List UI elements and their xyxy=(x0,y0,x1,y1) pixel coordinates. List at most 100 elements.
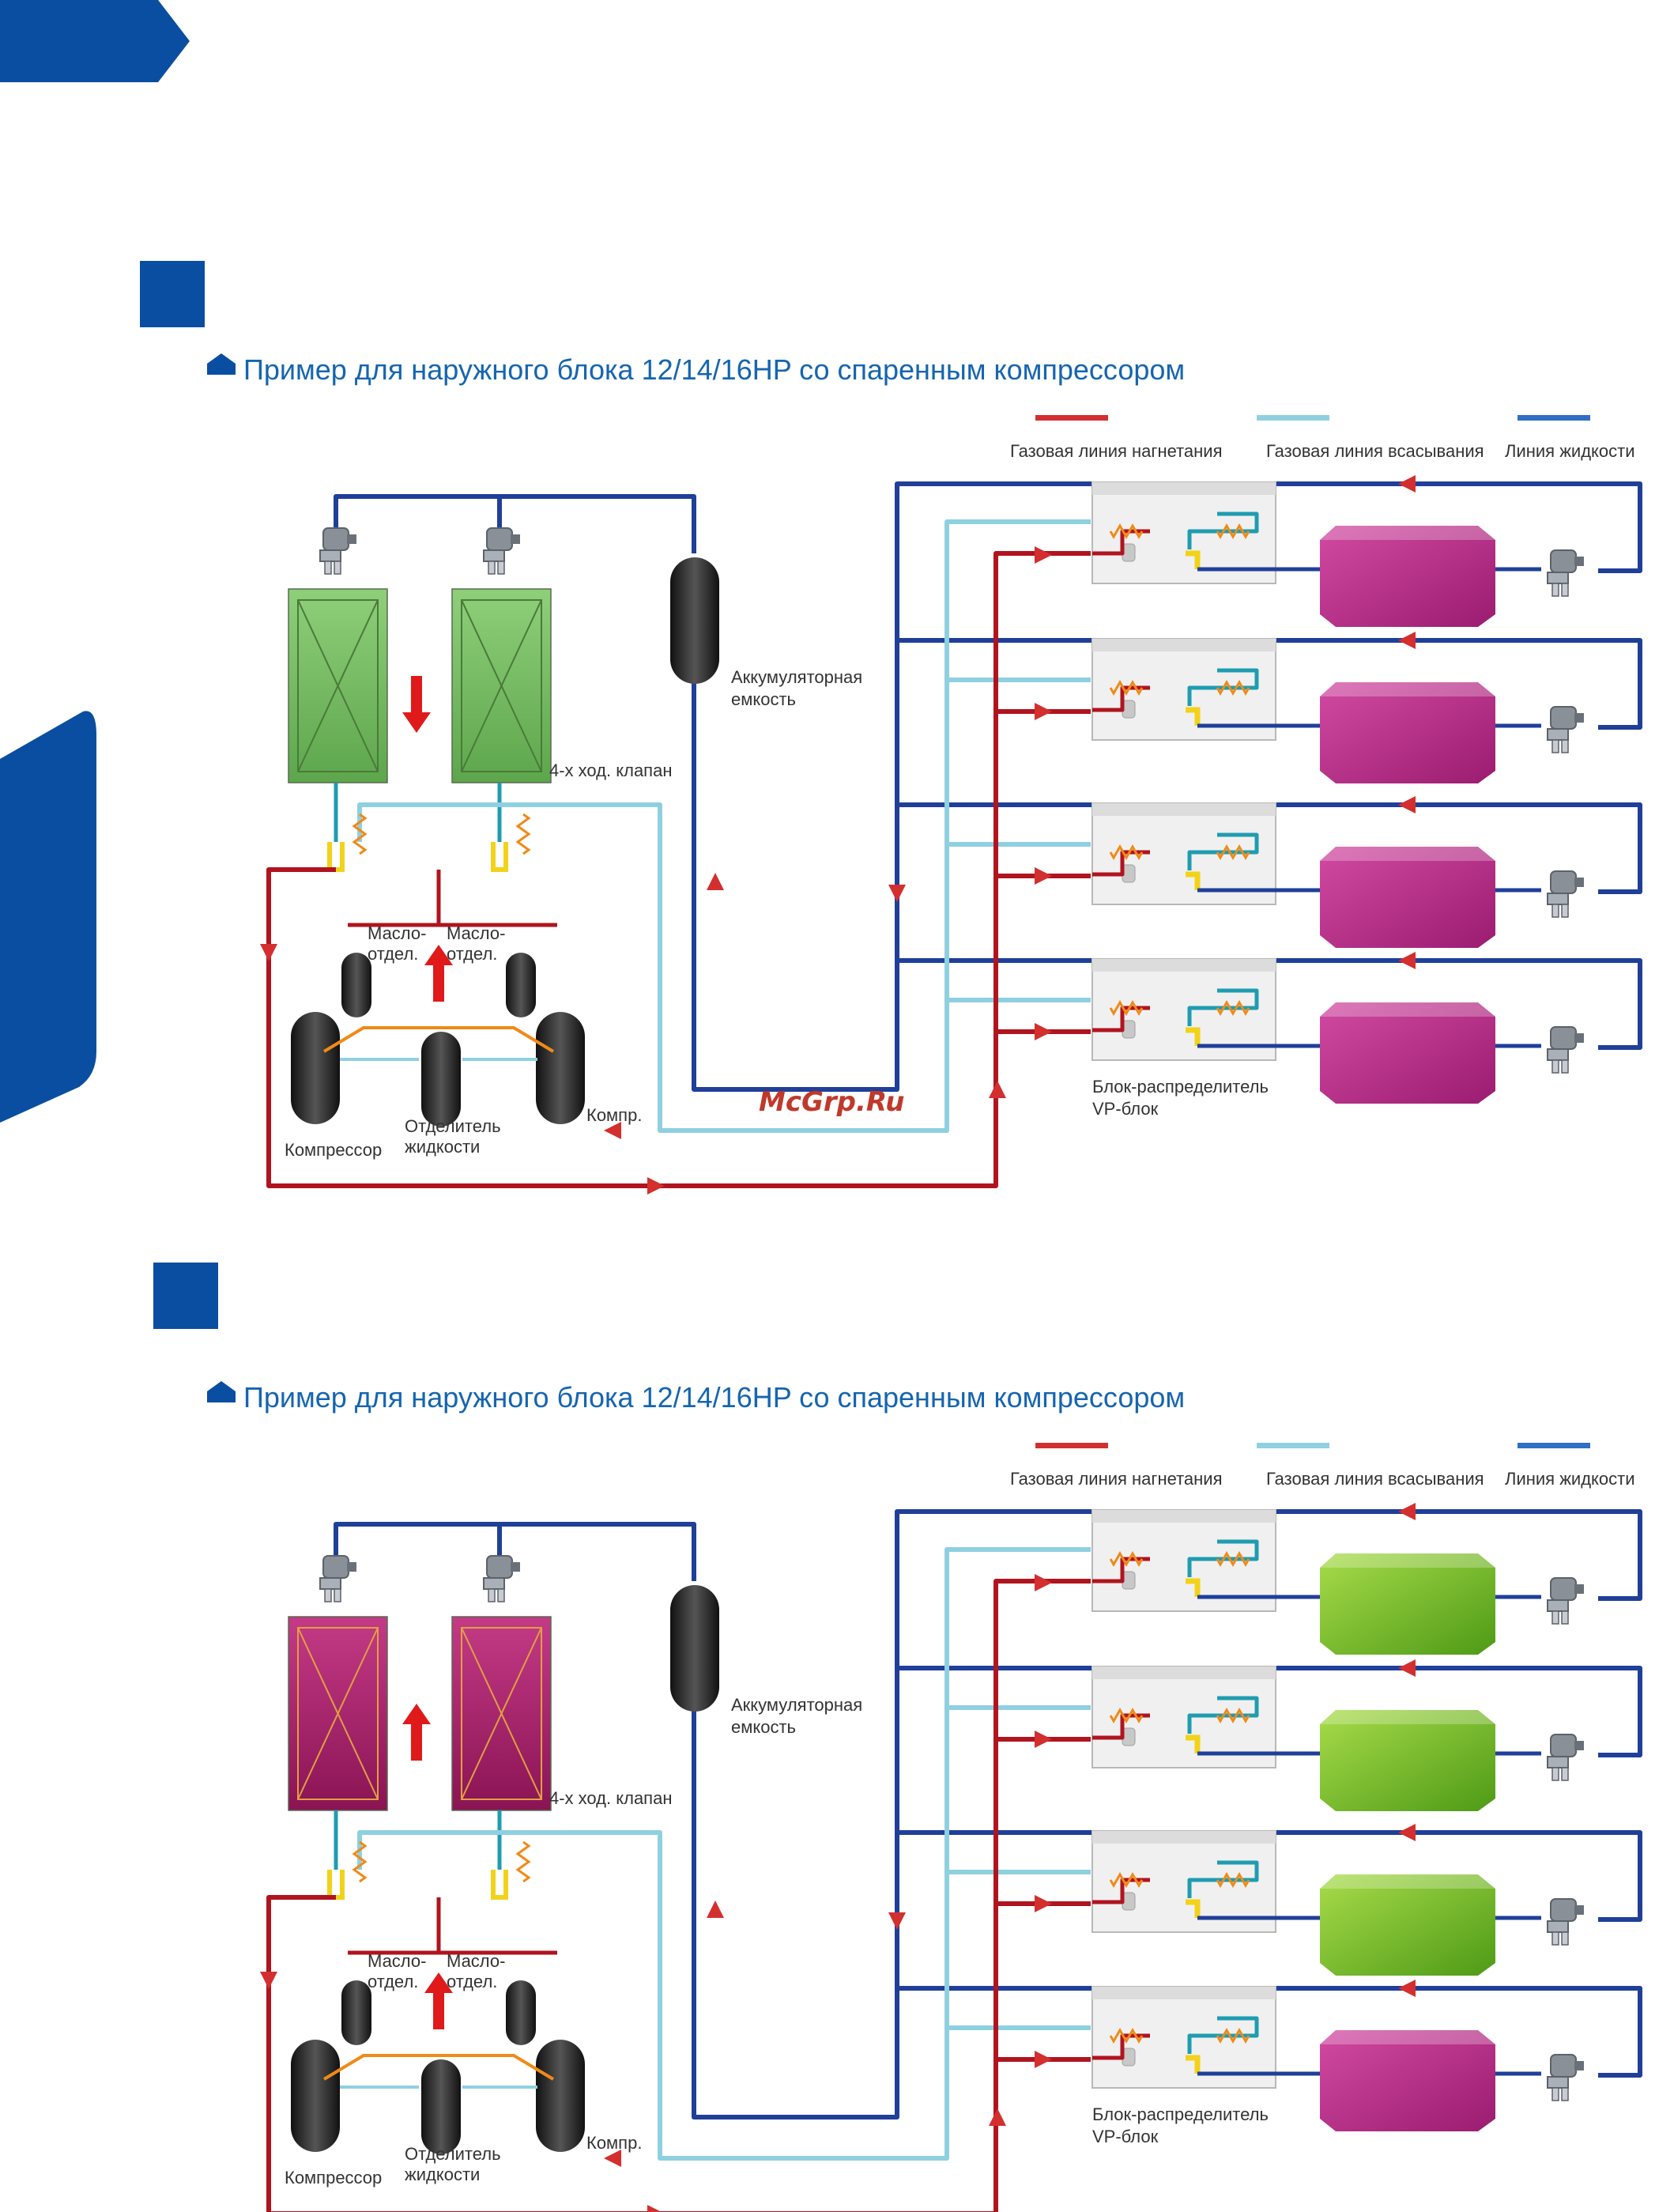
vp-internal-suction xyxy=(1187,1860,1259,1898)
legend-discharge: Газовая линия нагнетания xyxy=(1010,441,1223,461)
accumulator-tank xyxy=(670,557,719,684)
indoor-unit xyxy=(1320,526,1495,627)
indoor-valve-icon xyxy=(1547,1026,1584,1074)
label-oil-separator-right-1: Масло- xyxy=(447,923,505,943)
capillary-coil xyxy=(1109,844,1144,861)
diagram-title: Пример для наружного блока 12/14/16HP со… xyxy=(243,1381,1185,1414)
flow-arrow-icon xyxy=(1035,1731,1052,1748)
outdoor-valve-left-icon xyxy=(319,527,356,575)
capillary-coil xyxy=(515,813,531,855)
liquid-separator xyxy=(421,2059,461,2154)
airflow-arrow-icon xyxy=(402,676,431,733)
liquid-main-line xyxy=(692,481,1642,1092)
oil-separator-left xyxy=(341,953,371,1017)
capillary-coil xyxy=(1216,523,1250,540)
flow-arrow-icon xyxy=(260,1972,277,1989)
compressor-left xyxy=(291,2040,340,2152)
label-4way-valve: 4-х ход. клапан xyxy=(549,761,672,780)
vp-internal-suction xyxy=(1187,511,1259,549)
label-compressor: Компрессор xyxy=(285,1140,382,1160)
flow-arrow-icon xyxy=(1398,1503,1416,1520)
side-tab xyxy=(0,711,96,1123)
legend-discharge: Газовая линия нагнетания xyxy=(1010,1469,1223,1489)
capillary-coil xyxy=(1216,1871,1250,1889)
vp-internal-suction xyxy=(1187,1696,1259,1734)
legend-swatch xyxy=(1257,1443,1329,1448)
label-oil-separator-left-2: отдел. xyxy=(368,944,418,964)
flow-arrow-icon xyxy=(604,1122,621,1139)
legend-swatch xyxy=(1035,415,1108,421)
flow-arrow-icon xyxy=(1035,1023,1052,1040)
four-way-valve-icon xyxy=(491,1870,508,1900)
capillary-coil xyxy=(515,1840,531,1883)
vp-internal-suction xyxy=(1187,988,1259,1026)
legend-swatch xyxy=(1257,415,1329,421)
capillary-coil xyxy=(1216,1550,1250,1568)
label-liquid-separator-2: жидкости xyxy=(405,2165,480,2184)
label-vp-block-1: Блок-распределитель xyxy=(1092,1077,1269,1097)
label-liquid-separator-2: жидкости xyxy=(405,1137,480,1157)
section-icon-1 xyxy=(140,261,205,327)
outdoor-valve-left-icon xyxy=(319,1555,356,1602)
capillary-coil xyxy=(1216,679,1250,696)
label-oil-separator-left-1: Масло- xyxy=(368,923,426,943)
flow-arrow-icon xyxy=(707,873,724,890)
vp-valve-icon xyxy=(1186,550,1201,569)
liquid-separator xyxy=(421,1032,461,1127)
vp-internal-suction xyxy=(1187,1539,1259,1577)
label-vp-block-2: VP-блок xyxy=(1092,2127,1159,2146)
flow-arrow-icon xyxy=(989,1081,1006,1098)
flow-arrow-icon xyxy=(707,1901,724,1918)
label-accumulator-1: Аккумуляторная xyxy=(731,667,862,687)
flow-arrow-icon xyxy=(1398,952,1416,969)
flow-arrow-icon xyxy=(989,2108,1006,2126)
discharge-main-line xyxy=(266,1579,1091,2212)
four-way-valve-icon xyxy=(327,1870,345,1900)
capillary-coil xyxy=(1109,1550,1144,1568)
capillary-coil xyxy=(1109,999,1144,1017)
compressor-right xyxy=(536,2040,585,2152)
label-4way-valve: 4-х ход. клапан xyxy=(549,1788,672,1808)
capillary-coil xyxy=(1109,2027,1144,2044)
title-bullet-icon xyxy=(207,353,236,375)
indoor-valve-icon xyxy=(1547,1577,1584,1625)
outdoor-valve-right-icon xyxy=(483,527,520,575)
label-oil-separator-left-1: Масло- xyxy=(368,1951,426,1971)
capillary-coil xyxy=(1216,2027,1250,2044)
vp-internal-suction xyxy=(1187,2016,1259,2054)
legend-swatch xyxy=(1518,1443,1590,1448)
legend-suction: Газовая линия всасывания xyxy=(1266,1469,1484,1489)
flow-arrow-icon xyxy=(1398,632,1416,649)
flow-arrow-icon xyxy=(1035,2051,1052,2068)
label-oil-separator-right-2: отдел. xyxy=(447,1972,497,1991)
diagram-1: Пример для наружного блока 12/14/16HP со… xyxy=(207,353,1642,1195)
label-liquid-separator-1: Отделитель xyxy=(405,2144,501,2164)
capillary-coil xyxy=(1109,523,1144,540)
diagram-title: Пример для наружного блока 12/14/16HP со… xyxy=(243,353,1185,386)
vp-valve-icon xyxy=(1186,1899,1201,1918)
vp-internal-suction xyxy=(1187,832,1259,870)
indoor-unit xyxy=(1320,2030,1495,2131)
flow-arrow-icon xyxy=(647,1177,665,1195)
diagram-2: Пример для наружного блока 12/14/16HP со… xyxy=(207,1381,1642,2212)
flow-arrow-icon xyxy=(888,1912,906,1930)
flow-arrow-icon xyxy=(1398,475,1416,493)
label-oil-separator-right-1: Масло- xyxy=(447,1951,505,1971)
flow-arrow-icon xyxy=(1035,1895,1052,1912)
label-accumulator-2: емкость xyxy=(731,689,796,709)
indoor-unit xyxy=(1320,847,1495,948)
section-icon-2 xyxy=(153,1263,218,1329)
label-vp-block-2: VP-блок xyxy=(1092,1099,1159,1119)
indoor-unit xyxy=(1320,1002,1495,1104)
vp-valve-icon xyxy=(1186,1027,1201,1046)
label-oil-separator-right-2: отдел. xyxy=(447,944,497,964)
flow-arrow-icon xyxy=(888,885,906,902)
legend-swatch xyxy=(1035,1443,1108,1448)
capillary-coil xyxy=(1109,679,1144,696)
flow-arrow-icon xyxy=(1035,703,1052,720)
liquid-line-outdoor-top xyxy=(334,494,696,553)
legend-swatch xyxy=(1518,415,1590,421)
legend-suction: Газовая линия всасывания xyxy=(1266,441,1484,461)
indoor-unit xyxy=(1320,1710,1495,1811)
